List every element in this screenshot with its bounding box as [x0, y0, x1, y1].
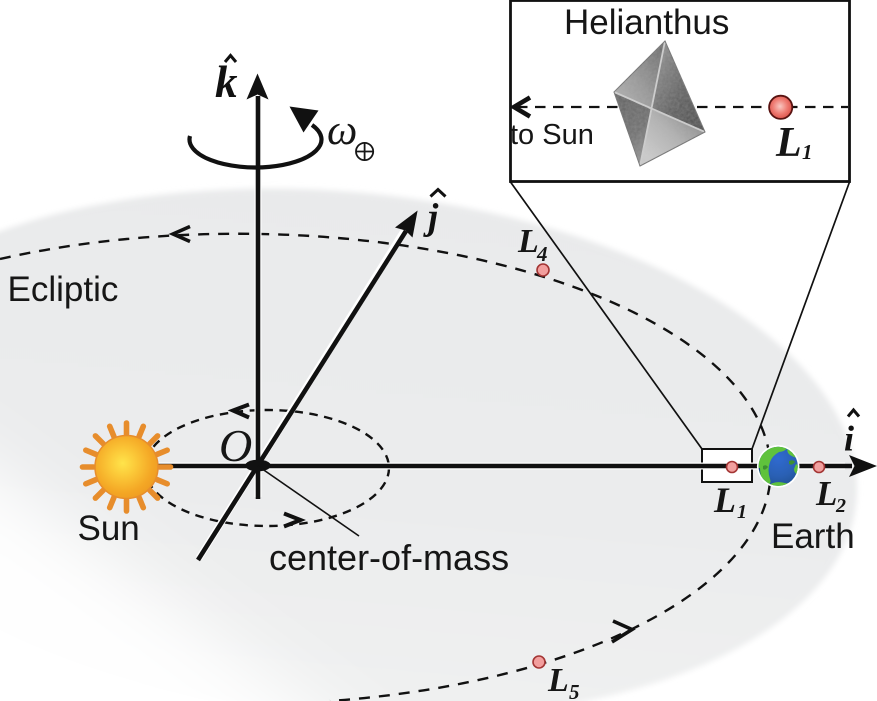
svg-text:1: 1 — [802, 140, 813, 164]
svg-text:to Sun: to Sun — [510, 119, 594, 151]
svg-text:1: 1 — [737, 501, 747, 523]
svg-text:Sun: Sun — [78, 509, 140, 548]
svg-text:center-of-mass: center-of-mass — [269, 537, 509, 578]
svg-text:L: L — [775, 120, 802, 166]
svg-text:L: L — [815, 474, 837, 513]
svg-text:ω: ω — [327, 107, 357, 154]
svg-text:L: L — [547, 662, 569, 699]
svg-text:4: 4 — [536, 242, 548, 266]
svg-text:k: k — [215, 57, 238, 107]
svg-text:2: 2 — [835, 495, 846, 517]
svg-text:Earth: Earth — [771, 517, 855, 556]
svg-text:L: L — [713, 480, 736, 520]
svg-text:O: O — [219, 420, 252, 471]
svg-text:5: 5 — [569, 680, 580, 701]
svg-text:L: L — [517, 223, 539, 260]
svg-text:i: i — [844, 419, 854, 459]
svg-text:Helianthus: Helianthus — [564, 3, 729, 42]
svg-text:Ecliptic: Ecliptic — [8, 270, 119, 309]
